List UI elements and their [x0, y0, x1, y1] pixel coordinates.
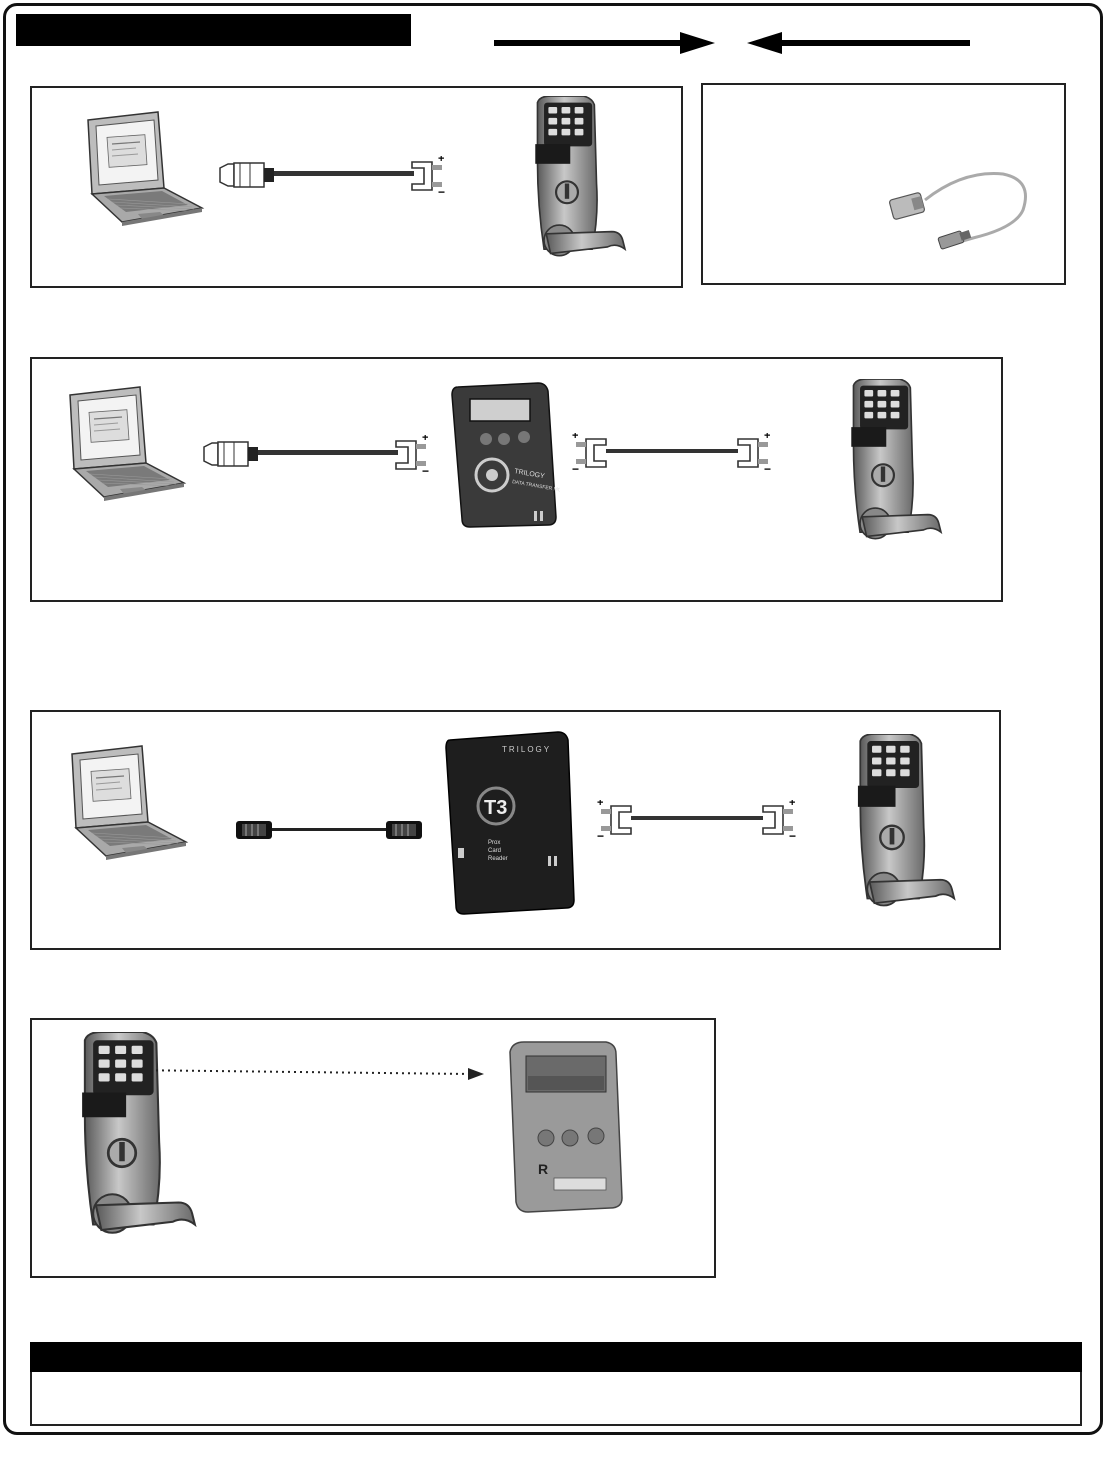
two-wire-cable: [597, 798, 797, 842]
keypad-lock-image: [502, 96, 632, 271]
panel-prox-card-reader: TRILOGY T3 Prox Card Reader: [30, 710, 1001, 950]
serial-cable: [216, 156, 456, 196]
printer-logo: R: [538, 1161, 548, 1177]
laptop-image: [78, 108, 208, 228]
db9-cable: [234, 816, 424, 844]
serial-cable: [200, 435, 435, 475]
infrared-link-arrow: [126, 1060, 496, 1084]
printer-image: R: [498, 1038, 648, 1218]
keypad-lock-image: [822, 734, 962, 922]
keypad-lock-image: [818, 379, 948, 554]
prox-brand: TRILOGY: [502, 745, 551, 754]
panel-usb-adapter: [701, 83, 1066, 285]
data-transfer-module-image: TRILOGY DATA TRANSFER MODULE: [440, 379, 560, 529]
two-wire-cable: [572, 431, 772, 475]
prox-label-2: Card: [488, 848, 501, 854]
arrow-right-icon: [494, 32, 715, 54]
panel-data-transfer-module: TRILOGY DATA TRANSFER MODULE: [30, 357, 1003, 602]
panel-direct-connection: [30, 86, 683, 288]
prox-logo: T3: [484, 797, 507, 819]
header-title-bar: [16, 14, 411, 46]
arrow-left-icon: [747, 32, 970, 54]
laptop-image: [60, 383, 190, 503]
prox-card-reader-image: TRILOGY T3 Prox Card Reader: [440, 728, 580, 918]
prox-label-1: Prox: [488, 840, 500, 846]
panel-printer-infrared: R: [30, 1018, 716, 1278]
direction-arrows: [490, 30, 975, 58]
prox-label-3: Reader: [488, 856, 508, 862]
usb-serial-adapter-image: [883, 160, 1043, 255]
footer-title-bar: [30, 1342, 1082, 1372]
laptop-image: [62, 742, 192, 862]
